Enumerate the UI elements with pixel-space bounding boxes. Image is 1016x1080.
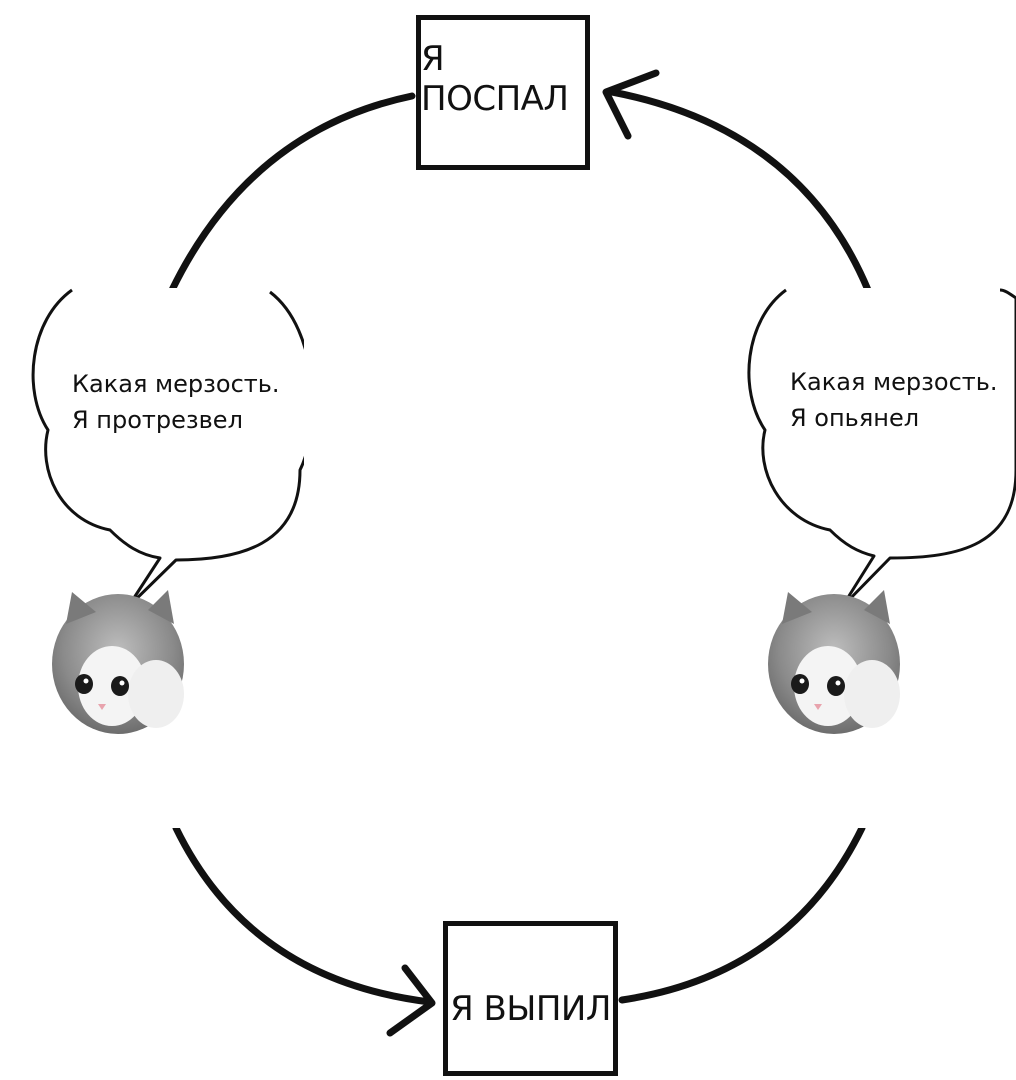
left-speech-bubble	[31, 288, 304, 609]
bottom-box: Я ВЫПИЛ	[443, 921, 618, 1076]
top-box-label: Я ПОСПАЛ	[421, 38, 569, 119]
right-bubble-line2: Я опьянел	[790, 404, 920, 432]
right-speech-bubble	[747, 288, 1016, 609]
right-bubble-line1: Какая мерзость.	[790, 368, 998, 396]
arrowhead-bottom-icon	[386, 964, 436, 1037]
arrowhead-top-icon	[602, 69, 660, 140]
arc-lower-right	[618, 824, 866, 1004]
right-kitten-image	[768, 590, 900, 734]
arc-upper-right	[608, 88, 872, 294]
arc-lower-left	[172, 824, 434, 1006]
bottom-box-label: Я ВЫПИЛ	[450, 988, 611, 1029]
top-box: Я ПОСПАЛ	[416, 15, 590, 170]
left-kitten-image	[52, 590, 184, 734]
left-bubble-line1: Какая мерзость.	[72, 370, 280, 398]
left-bubble-text: Какая мерзость. Я протрезвел	[72, 366, 280, 438]
right-bubble-text: Какая мерзость. Я опьянел	[790, 364, 998, 436]
left-bubble-line2: Я протрезвел	[72, 406, 243, 434]
arc-upper-left	[168, 92, 416, 294]
